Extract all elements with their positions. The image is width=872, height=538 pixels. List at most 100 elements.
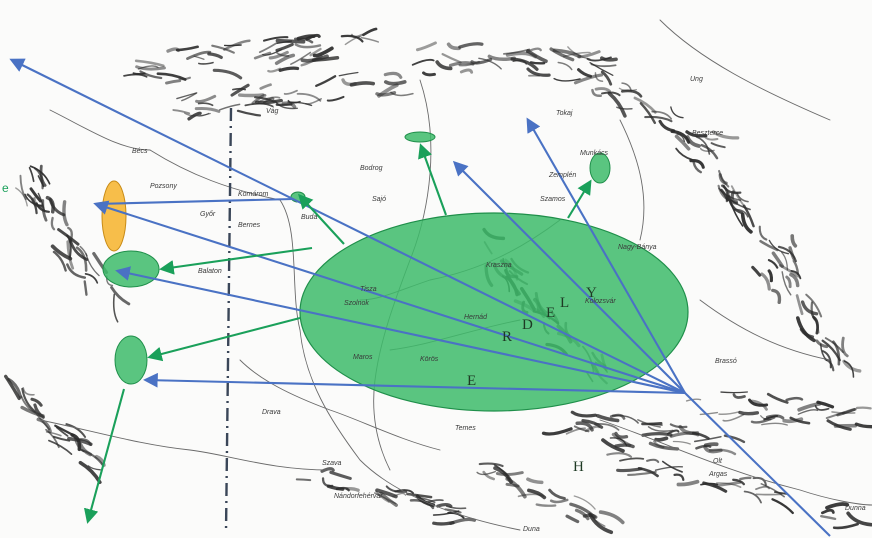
mountain-hatch — [50, 244, 73, 261]
mountain-hatch — [165, 79, 182, 85]
mountain-hatch — [600, 70, 613, 86]
mountain-hatch — [341, 78, 357, 86]
mountain-hatch — [767, 269, 774, 283]
mountain-hatch — [259, 83, 272, 90]
mountain-hatch — [541, 427, 573, 436]
mountain-hatch — [670, 129, 691, 144]
mountain-hatch — [693, 435, 722, 443]
mountain-hatch — [134, 59, 165, 68]
river — [49, 109, 151, 151]
mountain-hatch — [344, 36, 361, 46]
mountain-hatch — [156, 72, 187, 81]
mountain-hatch — [85, 253, 100, 277]
mountain-hatch — [795, 294, 804, 316]
green-arrow — [159, 246, 313, 275]
mountain-hatch — [732, 393, 746, 399]
mountain-hatch — [175, 45, 199, 52]
mountain-hatch — [527, 488, 547, 500]
mountain-hatch — [647, 426, 674, 432]
historic-border-line — [224, 107, 233, 533]
mountain-hatch — [211, 44, 235, 54]
mountain-hatch — [139, 70, 163, 80]
river — [659, 19, 831, 121]
mountain-hatch — [441, 53, 462, 64]
place-label: Beszterce — [692, 130, 724, 137]
mountain-hatch — [821, 339, 841, 362]
mountain-hatch — [841, 336, 849, 358]
mountain-hatch — [644, 115, 673, 123]
river — [619, 119, 645, 241]
place-label: Olt — [713, 458, 722, 465]
place-label: Kraszna — [486, 262, 512, 269]
mountain-hatch — [675, 147, 693, 161]
mountain-hatch — [609, 413, 626, 420]
mountain-hatch — [33, 403, 45, 419]
mountain-hatch — [600, 56, 618, 62]
mountain-hatch — [588, 512, 606, 527]
mountain-hatch — [703, 445, 723, 454]
mountain-hatch — [4, 374, 21, 401]
place-label: Komárom — [238, 191, 269, 198]
mountain-hatch — [771, 498, 794, 515]
mountain-hatch — [446, 42, 461, 51]
mountain-hatch — [482, 470, 495, 481]
mountain-hatch — [619, 457, 645, 462]
mountain-hatch — [790, 234, 798, 248]
mountain-hatch — [822, 350, 832, 369]
mountain-hatch — [294, 43, 322, 49]
mountain-hatch — [379, 491, 398, 507]
mountain-hatch — [669, 423, 688, 429]
mountain-hatch — [685, 130, 708, 138]
mountain-hatch — [340, 34, 364, 43]
mountain-hatch — [187, 111, 202, 121]
mountain-hatch — [312, 46, 334, 58]
mountain-hatch — [797, 401, 822, 412]
mountain-hatch — [495, 471, 524, 477]
mountain-hatch — [614, 431, 629, 439]
mountain-hatch — [529, 61, 546, 65]
green-arrow — [147, 316, 301, 362]
mountain-hatch — [766, 392, 789, 404]
mountain-hatch — [526, 49, 548, 64]
mountain-hatch — [565, 514, 580, 524]
place-label: Maros — [353, 354, 373, 361]
mountain-hatch — [415, 41, 437, 52]
mountain-hatch — [785, 275, 792, 289]
mountain-hatch — [565, 427, 586, 435]
mountain-hatch — [723, 434, 746, 444]
mountain-hatch — [591, 88, 602, 98]
mountain-hatch — [574, 508, 590, 521]
mountain-hatch — [75, 246, 88, 272]
mountain-hatch — [22, 387, 35, 396]
place-label: Szolnok — [344, 300, 369, 307]
mountain-hatch — [699, 411, 719, 416]
mountain-hatch — [641, 432, 673, 437]
blue-arrow — [95, 197, 294, 206]
mountain-hatch — [616, 467, 643, 473]
mountain-hatch — [750, 416, 776, 424]
place-label: Győr — [200, 211, 216, 218]
place-label: Buda — [301, 214, 318, 221]
mountain-hatch — [673, 473, 685, 482]
place-label: Zemplén — [549, 172, 577, 179]
mountain-hatch — [311, 55, 340, 62]
mountain-hatch — [338, 71, 359, 77]
mountain-hatch — [573, 73, 604, 85]
mountain-hatch — [276, 52, 290, 57]
mountain-hatch — [526, 477, 544, 485]
mountain-hatch — [562, 51, 591, 58]
mountain-hatch — [436, 503, 453, 508]
mountain-hatch — [505, 482, 520, 488]
mountain-hatch — [487, 54, 517, 62]
mountain-hatch — [478, 57, 502, 70]
mountain-hatch — [411, 58, 435, 66]
mountain-hatch — [517, 493, 545, 498]
mountain-hatch — [549, 498, 569, 504]
mountain-hatch — [223, 44, 242, 47]
place-label: Drava — [262, 409, 281, 416]
mountain-hatch — [274, 53, 296, 65]
mountain-hatch — [416, 496, 436, 504]
mountain-hatch — [648, 441, 680, 451]
blue-arrow — [115, 266, 686, 395]
mountain-hatch — [855, 406, 872, 410]
